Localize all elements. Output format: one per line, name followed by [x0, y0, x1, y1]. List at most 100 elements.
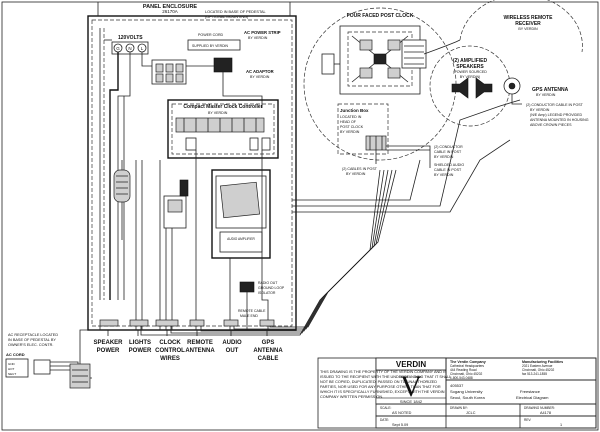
receptacle-note-1: AC RECEPTACLE LOCATED — [8, 333, 58, 337]
legal-line-4: PARTIES, NOR USED FOR ANY PURPOSE OTHER … — [320, 385, 441, 389]
terminal-g-label: G — [116, 46, 120, 51]
verdin-since: SINCE 1842 — [400, 399, 423, 404]
gps-cable-line-b: BY VERDIN — [530, 108, 550, 112]
conductor-3-line-1: (2) CABLES IN POST — [342, 167, 378, 171]
clock-control-line-1: CLOCK — [159, 340, 181, 346]
remote-antenna-line-2: ANTENNA — [185, 348, 215, 354]
gps-cable-line-d: ANTENNA MOUNTED IN HOUSING — [530, 118, 589, 122]
bottom-label-gps-cable: GPS ANTENNA CABLE — [253, 340, 283, 362]
legal-line-3: NOT BE COPIED, DUPLICATED, PASSED ON TO … — [320, 380, 437, 384]
ac-receptacle-note: AC RECEPTACLE LOCATED IN BASE OF PEDESTA… — [5, 326, 101, 389]
receptacle-ground: GND — [8, 362, 16, 366]
junction-box-title: Junction Box — [340, 108, 369, 113]
bottom-label-lights-power: LIGHTS POWER — [129, 340, 152, 354]
legal-notice: THIS DRAWING IS THE PROPERTY OF THE VERD… — [320, 370, 451, 399]
scale-label: SCALE: — [380, 406, 391, 410]
lights-power-line-2: POWER — [129, 348, 152, 354]
enclosure-note-2: (OPTIONAL MOUNTING) — [205, 15, 249, 19]
verdin-logo-mark: V — [400, 370, 422, 403]
clock-terminal-right — [401, 39, 427, 69]
terminal-l-label: L — [141, 46, 144, 51]
legal-line-1: THIS DRAWING IS THE PROPERTY OF THE VERD… — [320, 370, 447, 374]
company-address-2: 444 Reading Road — [450, 368, 477, 372]
lights-power-line-1: LIGHTS — [129, 340, 151, 346]
power-strip-body — [187, 39, 241, 51]
conductor-1-line-3: BY VERDIN — [434, 155, 454, 159]
company-address-3: Cincinnati, Ohio 45202 — [450, 372, 482, 376]
gps-cable-line-3: CABLE — [258, 356, 279, 362]
date-value: Sept 5.09 — [392, 423, 408, 427]
enclosure-model: 26170A — [162, 9, 178, 14]
wireless-receiver: WIRELESS REMOTE RECEIVER BY VERDIN — [423, 0, 583, 55]
gps-cable-line-1: GPS — [262, 340, 275, 346]
company-phone: 1-800-543-0488 — [450, 376, 473, 380]
speakers-title: (2) AMPLIFIED — [453, 58, 488, 64]
ac-cord-label: AC CORD — [6, 352, 25, 357]
speakers-note-2: BY VERDIN) — [460, 75, 481, 79]
receiver-by: BY VERDIN — [518, 27, 538, 31]
bottom-label-clock-control: CLOCK CONTROL WIRES — [155, 340, 185, 362]
controller-connector-2 — [249, 137, 259, 151]
rev-value: 1 — [560, 423, 562, 427]
adaptor-by: BY VERDIN — [250, 75, 270, 79]
receptacle-neutral: NEUT — [8, 372, 16, 376]
remote-cable-label-1: REMOTE CABLE — [238, 309, 266, 313]
customer-city: Seoul, South Korea — [450, 395, 485, 400]
gps-cable-line-2: ANTENNA — [253, 348, 283, 354]
adaptor-label: AC ADAPTOR — [246, 69, 274, 74]
remote-antenna-line-1: REMOTE — [187, 340, 213, 346]
remote-cable-label-2: MALE END — [240, 314, 258, 318]
clock-terminal-left — [321, 53, 335, 75]
post-clock: FOUR FACED POST CLOCK Junction Box LOCAT… — [303, 7, 464, 177]
power-cord-label: POWER CORD — [198, 33, 224, 37]
enclosure-note-1: LOCATED IN BASE OF PEDESTAL — [205, 10, 266, 14]
job-number: 405537 — [450, 383, 464, 388]
verdin-logo-text: VERDIN — [396, 360, 426, 369]
conductor-1-line-1: (2) CONDUCTOR — [434, 145, 463, 149]
legal-line-2: ISSUED TO THE RECIPIENT WITH THE UNDERST… — [320, 375, 451, 379]
gps-cable-line-e: ABOVE CROWN PIECES — [530, 123, 572, 127]
junction-box-line-4: BY VERDIN — [340, 130, 360, 134]
title-block: VERDIN V SINCE 1842 The Verdin Company C… — [317, 357, 597, 429]
date-label: DATE: — [380, 418, 389, 422]
customer-name: Sogang University — [450, 389, 482, 394]
conductor-1-line-2: CABLE IN POST — [434, 150, 462, 154]
speaker-power-line-2: POWER — [97, 348, 120, 354]
scale-value: AS NOTED — [392, 411, 412, 415]
voltage-label: 120VOLTS — [118, 35, 143, 41]
company-name: The Verdin Company — [450, 360, 486, 364]
amplifier-label: AUDIO AMPLIFIER — [227, 237, 255, 241]
clock-controller — [167, 99, 279, 159]
amplified-speakers: (2) AMPLIFIED SPEAKERS (POWER SOURCED BY… — [429, 45, 511, 127]
receptacle-hot: HOT — [8, 367, 15, 371]
gps-antenna: GPS ANTENNA BY VERDIN (2) CONDUCTOR CABL… — [503, 77, 589, 127]
speaker-right-icon — [475, 77, 493, 99]
audio-out-line-1: AUDIO — [222, 340, 242, 346]
speakers-note-1: (POWER SOURCED — [453, 70, 487, 74]
bottom-label-remote-antenna: REMOTE ANTENNA — [185, 340, 215, 354]
junction-box — [337, 103, 389, 155]
enclosure-title: PANEL ENCLOSURE — [143, 4, 198, 10]
speaker-left-icon — [451, 77, 469, 99]
conductor-3-line-2: BY VERDIN — [346, 172, 366, 176]
receptacle-note-2: IN BASE OF PEDESTAL BY — [8, 338, 56, 342]
clock-control-line-3: WIRES — [160, 356, 180, 362]
controller-title: Compact Master Clock Controller — [183, 104, 262, 110]
gps-title: GPS ANTENNA — [532, 87, 569, 93]
power-strip-label: AC POWER STRIP — [244, 30, 281, 35]
mfg-fax: fax 513-241-1855 — [522, 372, 547, 376]
gps-cable-line-a: (2) CONDUCTOR CABLE IN POST — [526, 103, 584, 107]
supplied-by-label: SUPPLIED BY VERDIN — [192, 44, 228, 48]
rev-label: REV: — [524, 418, 531, 422]
drawing-title-1: Freestance — [520, 389, 541, 394]
conductor-2-line-2: CABLE IN POST — [434, 168, 462, 172]
terminal-n-label: N — [128, 46, 131, 51]
ground-loop-isolator — [239, 281, 255, 293]
controller-connector-1 — [185, 137, 197, 151]
enclosure-outline — [87, 15, 297, 331]
receiver-title-2: RECEIVER — [515, 21, 541, 27]
radio-antenna-base — [179, 179, 189, 197]
junction-box-line-3: POST CLOCK — [340, 125, 364, 129]
ac-adaptor — [213, 57, 233, 73]
